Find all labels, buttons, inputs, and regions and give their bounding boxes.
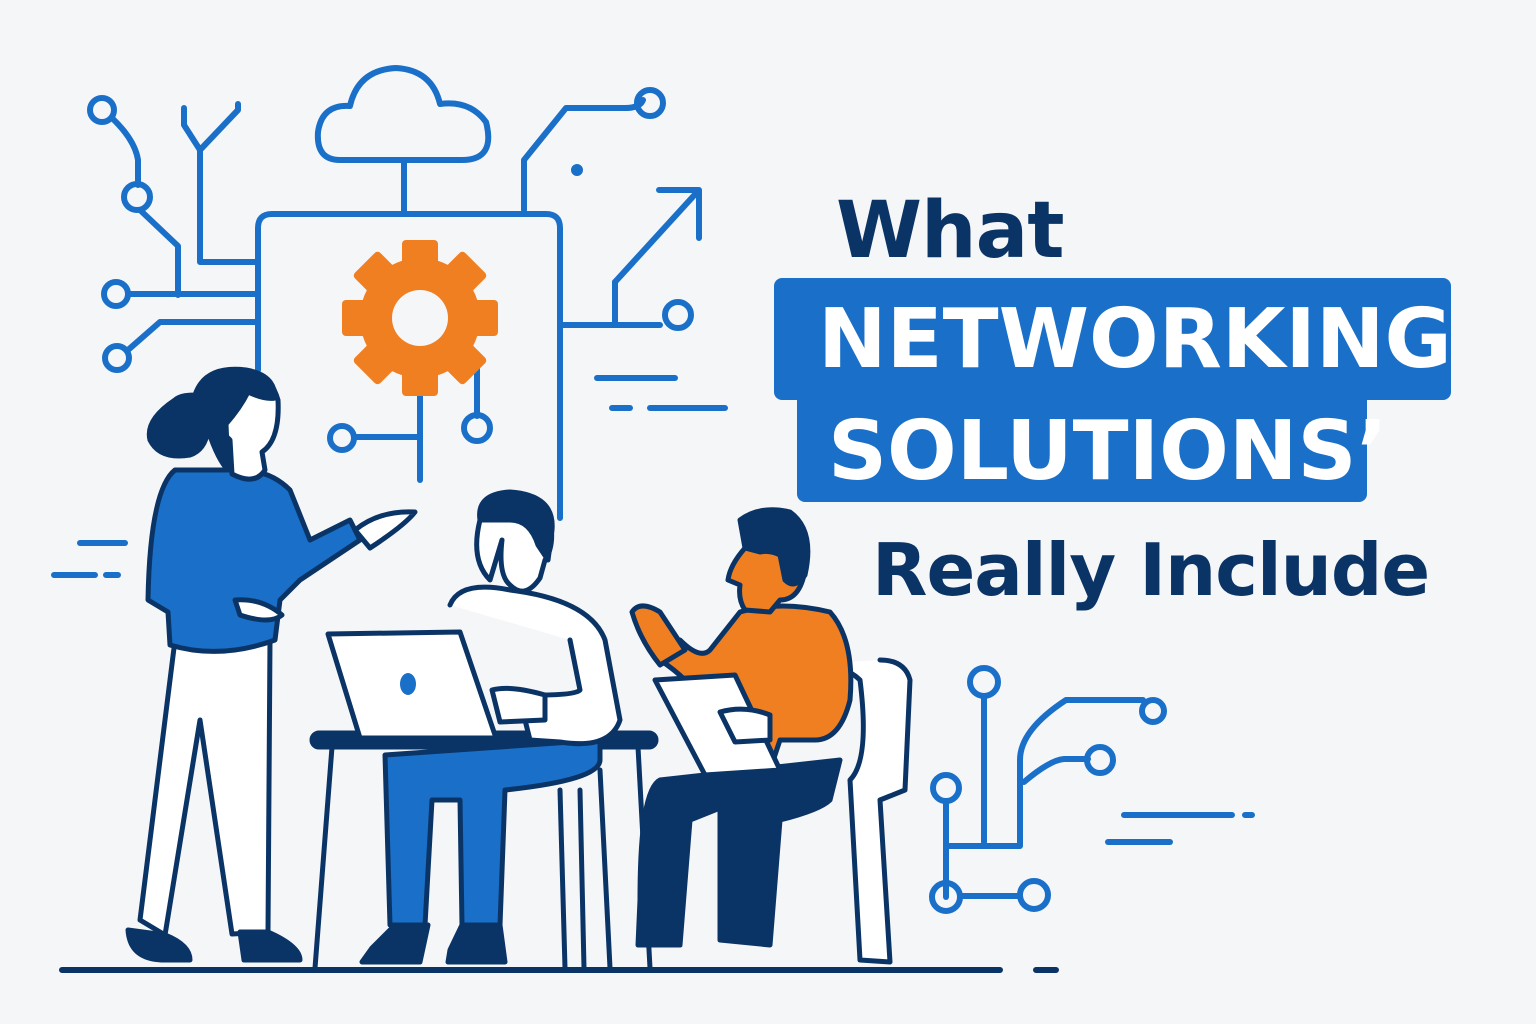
headline-line-really-include: Really Include: [872, 528, 1430, 612]
seated-man-laptop: [325, 489, 623, 965]
standing-woman: [125, 366, 418, 963]
cloud-icon: [314, 65, 492, 163]
tablet-icon: [652, 672, 783, 778]
chair: [557, 767, 613, 971]
gear-icon: [342, 240, 498, 396]
headline-highlight-box: [774, 278, 1451, 400]
circuit-lines-icon: [51, 65, 1255, 914]
seated-man-orange: [629, 507, 913, 965]
headline-highlight-box-2: [797, 396, 1367, 502]
arrow-up-right-icon: [612, 187, 702, 285]
headline-line-networking: NETWORKING: [818, 292, 1452, 387]
headline-line-solutions: SOLUTIONS’: [828, 404, 1388, 499]
headline-line-what: What: [836, 186, 1064, 276]
